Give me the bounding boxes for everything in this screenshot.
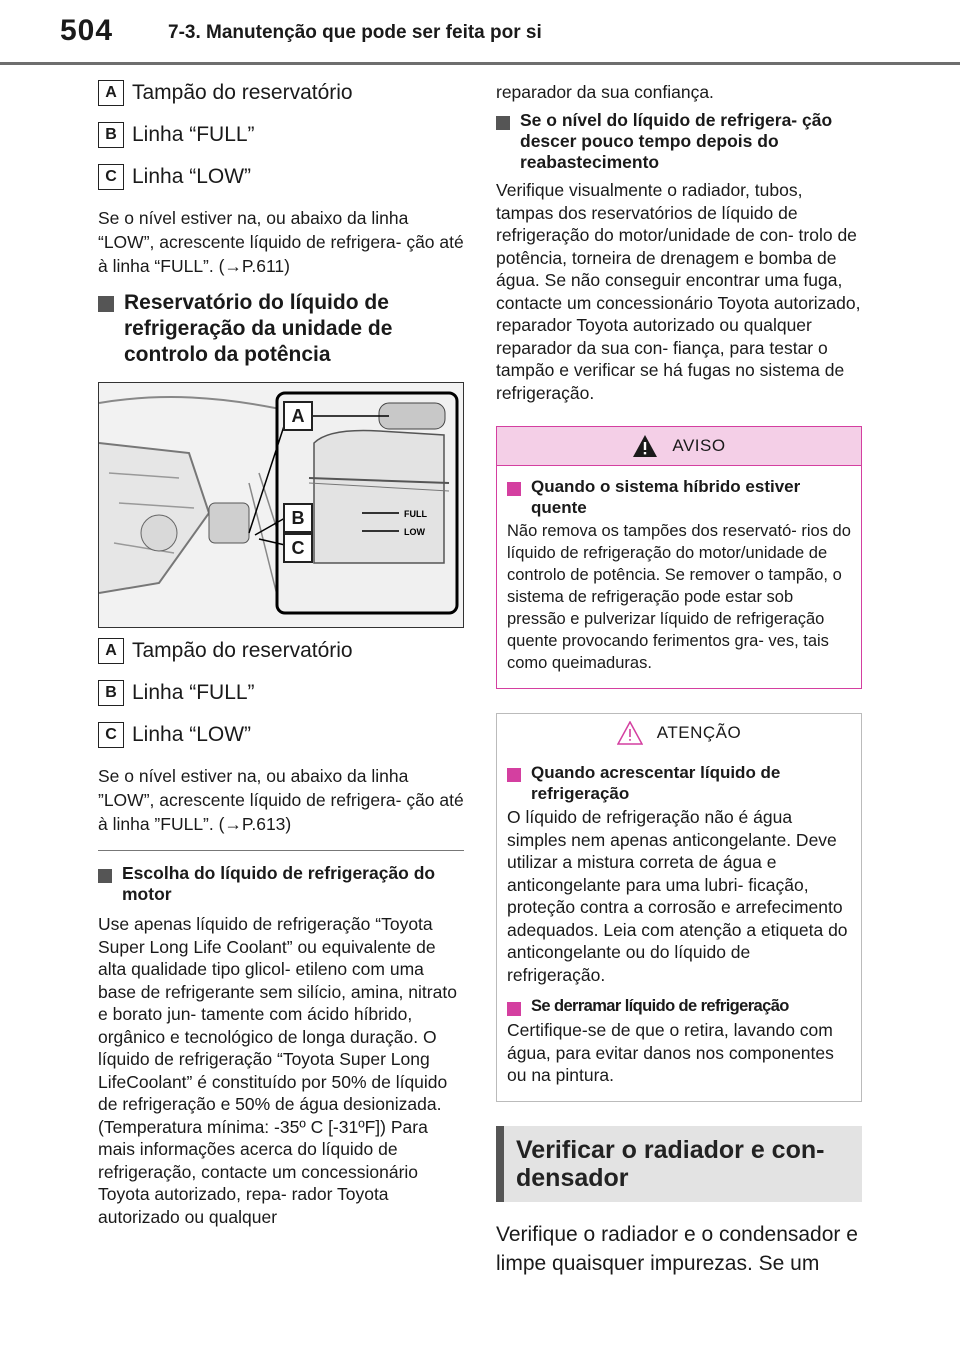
low-line-text: LOW [404, 527, 425, 537]
caution-subheading-spill: Se derramar líquido de refrigeração [507, 996, 851, 1017]
page-number: 504 [60, 14, 114, 47]
label-badge: C [98, 164, 124, 190]
warning-text: Não remova os tampões dos reservató- rio… [507, 522, 851, 672]
legend-item-a: A Tampão do reservatório [98, 638, 464, 664]
caution-subheading-adding: Quando acrescentar líquido de refrigeraç… [507, 762, 851, 804]
subheading-level-drop: Se o nível do líquido de refrigera- ção … [496, 110, 862, 173]
warning-header: AVISO [497, 427, 861, 466]
caution-triangle-icon [616, 721, 643, 745]
subheading-text: Se o nível do líquido de refrigera- ção … [520, 110, 833, 172]
section-divider [98, 850, 464, 851]
legend-text: Linha “FULL” [132, 123, 255, 146]
legend-item-b: B Linha “FULL” [98, 680, 464, 706]
square-bullet-icon [507, 768, 521, 782]
label-badge: A [98, 638, 124, 664]
subheading-text: Escolha do líquido de refrigeração do mo… [122, 863, 436, 904]
header-divider [0, 62, 960, 65]
square-bullet-icon [507, 1002, 521, 1016]
warning-subheading: Quando o sistema híbrido estiver quente [507, 476, 851, 518]
subheading-text: Quando o sistema híbrido estiver quente [531, 477, 801, 517]
label-badge: C [98, 722, 124, 748]
label-badge: A [98, 80, 124, 106]
square-bullet-icon [98, 296, 114, 312]
figure-label-b: B [283, 503, 313, 533]
caution-box: ATENÇÃO Quando acrescentar líquido de re… [496, 713, 862, 1102]
right-column: reparador da sua confiança. Se o nível d… [496, 80, 862, 1278]
subheading-pcu-reservoir: Reservatório do líquido de refrigeração … [98, 290, 464, 368]
engine-bay-drawing: FULL LOW [99, 383, 463, 627]
warning-title: AVISO [672, 436, 726, 455]
full-line-text: FULL [404, 509, 427, 519]
legend-item-c: C Linha “LOW” [98, 164, 464, 190]
legend-item-c: C Linha “LOW” [98, 722, 464, 748]
legend-text: Tampão do reservatório [132, 639, 353, 662]
paragraph-continuation: reparador da sua confiança. [496, 82, 714, 102]
square-bullet-icon [507, 482, 521, 496]
subheading-text: Quando acrescentar líquido de refrigeraç… [531, 763, 781, 803]
caution-text-adding: O líquido de refrigeração não é água sim… [507, 807, 848, 985]
figure-label-c: C [283, 533, 313, 563]
legend-item-a: A Tampão do reservatório [98, 80, 464, 106]
warning-box: AVISO Quando o sistema híbrido estiver q… [496, 426, 862, 689]
caution-text-spill: Certifique-se de que o retira, lavando c… [507, 1020, 834, 1085]
legend-text: Linha “LOW” [132, 165, 252, 188]
paragraph-level-drop: Verifique visualmente o radiador, tubos,… [496, 180, 861, 403]
square-bullet-icon [496, 116, 510, 130]
paragraph-pcu-level: Se o nível estiver na, ou abaixo da linh… [98, 766, 464, 834]
legend-text: Linha “LOW” [132, 723, 252, 746]
warning-triangle-icon [633, 435, 658, 457]
legend-text: Linha “FULL” [132, 681, 255, 704]
figure-label-a: A [283, 401, 313, 431]
reservoir-illustration: FULL LOW A B C [98, 382, 464, 628]
left-column: A Tampão do reservatório B Linha “FULL” … [98, 80, 464, 1240]
subheading-text: Se derramar líquido de refrigeração [531, 997, 789, 1015]
square-bullet-icon [98, 869, 112, 883]
label-badge: B [98, 680, 124, 706]
label-badge: B [98, 122, 124, 148]
section-heading-radiator: Verificar o radiador e con- densador [496, 1125, 862, 1202]
subheading-text: Reservatório do líquido de refrigeração … [124, 291, 393, 366]
section-title: 7-3. Manutenção que pode ser feita por s… [168, 22, 542, 43]
legend-item-b: B Linha “FULL” [98, 122, 464, 148]
legend-text: Tampão do reservatório [132, 81, 353, 104]
caution-title: ATENÇÃO [656, 723, 742, 742]
subheading-coolant-choice: Escolha do líquido de refrigeração do mo… [98, 863, 464, 905]
section-heading-text: Verificar o radiador e con- densador [516, 1135, 825, 1192]
paragraph-coolant-choice: Use apenas líquido de refrigeração “Toyo… [98, 914, 457, 1227]
paragraph-coolant-level: Se o nível estiver na, ou abaixo da linh… [98, 208, 464, 276]
caution-header: ATENÇÃO [497, 714, 861, 752]
page-header: 504 7-3. Manutenção que pode ser feita p… [0, 0, 960, 66]
paragraph-radiator: Verifique o radiador e o condensador e l… [496, 1222, 858, 1275]
